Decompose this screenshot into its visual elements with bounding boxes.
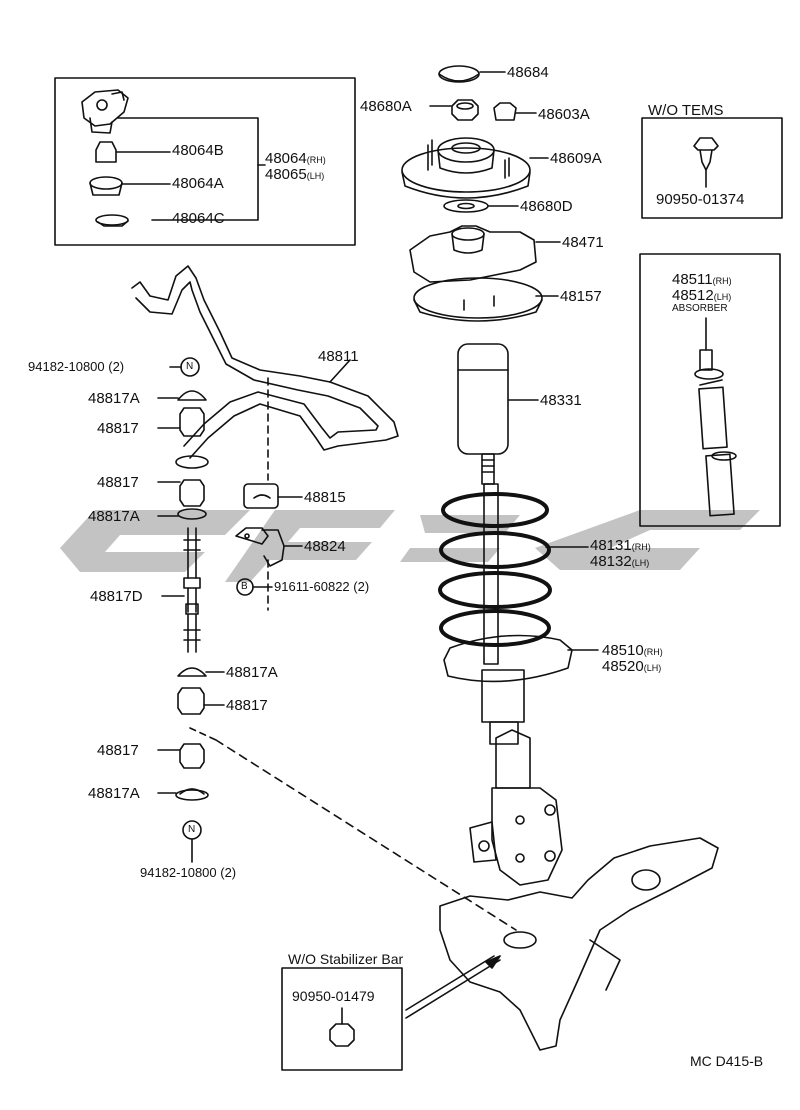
label-48817a-2: 48817A (88, 508, 140, 525)
label-48511: 48511(RH) (672, 271, 732, 288)
label-48815: 48815 (304, 489, 346, 506)
label-48811: 48811 (318, 348, 359, 365)
washer-48680d-part (443, 199, 489, 213)
nut-symbol-top: N (186, 361, 194, 372)
label-48680d: 48680D (520, 198, 573, 215)
label-91611: 91611-60822 (2) (274, 579, 370, 594)
retainer-3-part (177, 667, 207, 677)
label-48064b: 48064B (172, 142, 224, 159)
clip-90950-part (693, 137, 719, 188)
label-48520: 48520(LH) (602, 658, 662, 675)
absorber-caption: ABSORBER (672, 303, 728, 314)
label-48065: 48065(LH) (265, 166, 325, 183)
link-rod-part (161, 527, 201, 653)
stabilizer-bar-part (131, 265, 399, 459)
label-48817-2: 48817 (97, 474, 139, 491)
label-48824: 48824 (304, 538, 346, 555)
retainer-4-part (175, 788, 209, 801)
steering-knuckle-part (439, 837, 719, 1051)
support-bracket-part (81, 89, 129, 134)
retainer-2-part (177, 508, 207, 520)
dust-cap-part (438, 65, 480, 83)
bushing-3-part (177, 687, 205, 715)
label-48157: 48157 (560, 288, 602, 305)
label-48684: 48684 (507, 64, 549, 81)
bolt-symbol: B (241, 581, 248, 592)
nut-symbol-bottom: N (188, 824, 196, 835)
nut-48603a-part (493, 102, 517, 121)
coil-spring-part (438, 492, 552, 647)
stab-bracket-part (235, 527, 285, 567)
bushing-1-part (179, 407, 205, 437)
bushing-2-part (179, 479, 205, 507)
label-90950-01479: 90950-01479 (292, 988, 375, 1004)
watermark-logo (60, 510, 760, 582)
retainer-1-part (177, 390, 207, 401)
upper-mount-part (401, 137, 531, 199)
label-94182-bottom: 94182-10800 (2) (140, 865, 237, 880)
absorber-box (639, 253, 781, 527)
clip-part (95, 214, 129, 227)
label-48817a-4: 48817A (88, 785, 140, 802)
label-48817-1: 48817 (97, 420, 139, 437)
stab-bushing-part (243, 483, 279, 509)
insulator-48157-part (413, 277, 559, 322)
bumper-48331-part (457, 343, 539, 455)
label-48603a: 48603A (538, 106, 590, 123)
label-48680a: 48680A (360, 98, 412, 115)
label-48817-4: 48817 (97, 742, 139, 759)
absorber-part (694, 317, 737, 517)
bump-stop-part (95, 141, 171, 163)
label-48609a: 48609A (550, 150, 602, 167)
strut-lower-part (469, 729, 563, 886)
label-48132: 48132(LH) (590, 553, 650, 570)
label-48064a: 48064A (172, 175, 224, 192)
wo-stabilizer-box (281, 967, 403, 1071)
label-48471: 48471 (562, 234, 604, 251)
label-94182-top: 94182-10800 (2) (28, 359, 125, 374)
bushing-part (89, 176, 171, 196)
label-48817a-3: 48817A (226, 664, 278, 681)
label-48817a-1: 48817A (88, 390, 140, 407)
diagram-code: MC D415-B (690, 1053, 764, 1069)
nut-48680a-part (451, 99, 479, 121)
label-48131: 48131(RH) (590, 537, 651, 554)
spring-seat-48471-part (409, 225, 561, 283)
label-48510: 48510(RH) (602, 642, 663, 659)
wo-tems-title: W/O TEMS (648, 102, 724, 119)
label-48817d: 48817D (90, 588, 143, 605)
plug-90950-part (329, 1007, 355, 1047)
bushing-4-part (179, 743, 205, 769)
wo-stabilizer-title: W/O Stabilizer Bar (288, 951, 404, 967)
mount-kit-box (54, 77, 356, 246)
label-48064: 48064(RH) (265, 150, 326, 167)
label-48331: 48331 (540, 392, 582, 409)
label-48512: 48512(LH) (672, 287, 732, 304)
label-90950-01374: 90950-01374 (656, 191, 745, 208)
label-48064c: 48064C (172, 210, 225, 227)
label-48817-3: 48817 (226, 697, 268, 714)
wo-tems-box (641, 117, 783, 219)
